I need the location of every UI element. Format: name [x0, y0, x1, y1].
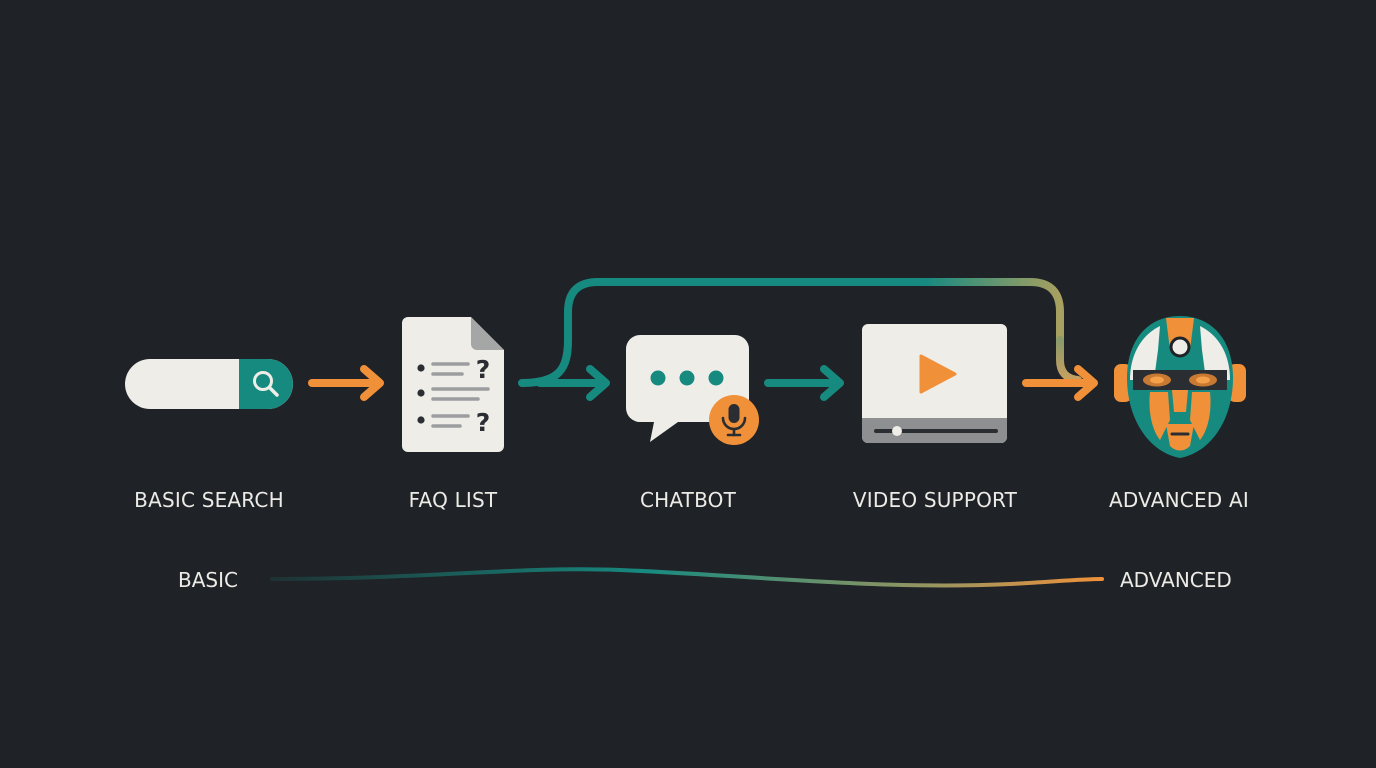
progression-scale-line: [270, 567, 1104, 588]
robot-face-icon: [1114, 316, 1246, 458]
scale-label-start: BASIC: [178, 568, 238, 592]
video-player-icon: [862, 324, 1007, 443]
stage-label-basic-search: BASIC SEARCH: [134, 488, 284, 512]
play-icon: [919, 354, 957, 394]
stage-label-advanced-ai: ADVANCED AI: [1109, 488, 1249, 512]
stage-label-chatbot: CHATBOT: [639, 488, 737, 512]
search-bar-icon: [125, 359, 293, 409]
chat-bubble-icon: [626, 335, 759, 445]
stage-label-faq-list: FAQ LIST: [408, 488, 498, 512]
arrow-search-to-faq: [308, 365, 384, 401]
arrow-faq-to-chatbot: [536, 365, 610, 401]
arrow-chatbot-to-video: [764, 365, 844, 401]
faq-document-icon: ? ?: [402, 317, 504, 452]
faq-question-mark: ?: [476, 355, 491, 384]
faq-question-mark: ?: [476, 408, 491, 437]
scale-label-end: ADVANCED: [1120, 568, 1232, 592]
microphone-icon: [709, 395, 759, 445]
arrow-video-to-ai: [1022, 365, 1098, 401]
stage-label-video-support: VIDEO SUPPORT: [852, 488, 1018, 512]
search-icon: [253, 371, 279, 397]
